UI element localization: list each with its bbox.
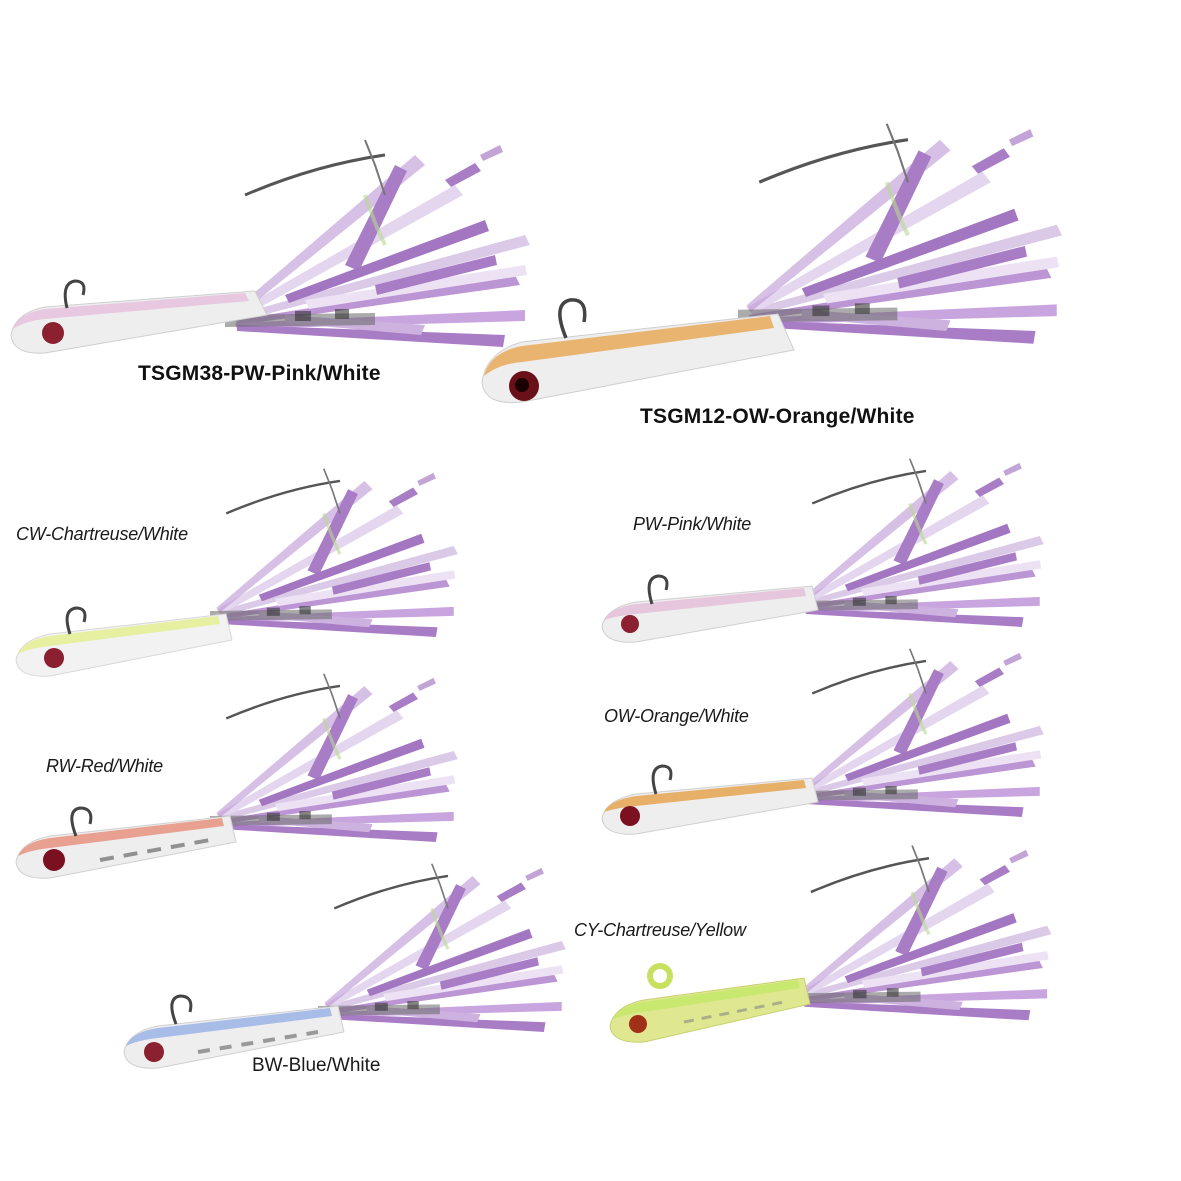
lure-label-cw: CW-Chartreuse/White [16, 524, 188, 544]
lure-tsgm38-pw [5, 115, 545, 365]
lure-rw [10, 650, 470, 900]
lure-cy [604, 830, 1064, 1050]
lure-bw [118, 840, 578, 1080]
lure-label-rw: RW-Red/White [46, 756, 163, 776]
lure-tsgm12-ow [478, 100, 1078, 420]
lure-label-cy: CY-Chartreuse/Yellow [574, 920, 746, 940]
lure-label-ow: OW-Orange/White [604, 706, 749, 726]
lure-ow [596, 630, 1056, 850]
lure-label-tsgm12-ow: TSGM12-OW-Orange/White [640, 405, 915, 428]
lure-label-pw: PW-Pink/White [633, 514, 752, 534]
lure-pw [596, 440, 1056, 670]
lure-cw [10, 450, 460, 690]
lure-label-bw: BW-Blue/White [252, 1055, 381, 1076]
lure-label-tsgm38-pw: TSGM38-PW-Pink/White [138, 362, 381, 385]
